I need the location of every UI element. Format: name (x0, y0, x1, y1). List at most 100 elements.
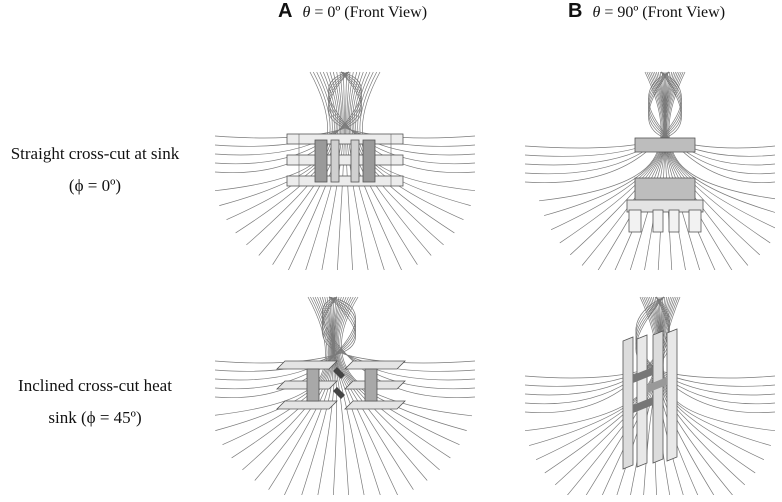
fin-block-bottom (634, 177, 696, 201)
row-label-inclined-line2: sink (ϕ = 45º) (48, 408, 142, 427)
panel-inclined-theta-90 (525, 295, 775, 495)
fin-plate-4 (666, 328, 678, 462)
heat-sink-straight-side (626, 137, 704, 233)
fin-plate-2 (636, 334, 648, 468)
streamline (254, 296, 332, 481)
streamline-diagram-inclined-theta-0 (215, 296, 475, 495)
streamline (317, 296, 335, 495)
fin-column-right-inner (350, 139, 360, 183)
column-title-a: = 0º (Front View) (310, 4, 428, 21)
theta-symbol-b: θ (592, 4, 601, 21)
row-label-inclined: Inclined cross-cut heat sink (ϕ = 45º) (0, 370, 190, 434)
streamline (585, 296, 661, 495)
streamline (664, 71, 733, 270)
streamlines (215, 71, 475, 270)
fin-row-bottom (286, 175, 404, 187)
streamline (581, 71, 666, 266)
streamlines (215, 296, 475, 495)
streamline (544, 71, 663, 216)
panel-straight-theta-0 (215, 70, 475, 270)
fin-slot (633, 367, 653, 383)
fin-row-top (286, 133, 404, 145)
streamline (339, 296, 467, 431)
fin-leg (652, 209, 664, 233)
streamline (268, 296, 333, 490)
streamline (328, 71, 475, 173)
streamline (347, 71, 385, 270)
streamline-diagram-straight-theta-90 (525, 71, 775, 270)
fin-column-left (314, 139, 328, 183)
row-label-straight: Straight cross-cut at sink (ϕ = 0º) (0, 138, 190, 202)
fin-left-top (276, 360, 338, 370)
streamline (569, 71, 665, 256)
streamline (539, 71, 662, 202)
fin-column-left (306, 368, 320, 402)
column-header-a: A θ = 0º (Front View) (278, 0, 427, 24)
heat-sink-straight-front (286, 133, 404, 187)
streamline (332, 296, 349, 495)
fin-slot (333, 387, 345, 399)
fin-leg (668, 209, 680, 233)
streamline (215, 71, 362, 173)
column-letter-b: B (568, 0, 583, 22)
streamline (664, 71, 749, 266)
streamline (668, 71, 775, 200)
streamline-diagram-straight-theta-0 (215, 71, 475, 270)
panel-inclined-theta-0 (215, 295, 475, 495)
streamline (301, 296, 334, 495)
fin-row-middle (286, 154, 404, 166)
streamline-diagram-inclined-theta-90 (525, 296, 775, 495)
streamline (667, 71, 775, 213)
fin-plate-1 (622, 336, 634, 470)
fin-column-right (362, 139, 376, 183)
column-header-b: B θ = 90º (Front View) (568, 0, 725, 24)
streamline (559, 71, 665, 244)
streamline (305, 71, 343, 270)
heat-sink-inclined-front (276, 360, 406, 410)
streamlines (525, 71, 775, 270)
streamlines (525, 296, 775, 495)
row-label-straight-line1: Straight cross-cut at sink (10, 144, 180, 163)
fin-plate-3 (652, 330, 664, 464)
heat-sink-inclined-side (622, 328, 678, 470)
fin-leg (628, 209, 642, 233)
fin-right-top (344, 360, 406, 370)
streamline (335, 296, 440, 471)
streamline (660, 296, 765, 461)
fin-right-bottom (344, 400, 406, 410)
streamline (331, 296, 338, 495)
streamline (550, 71, 664, 231)
streamline (332, 296, 365, 495)
streamline (242, 296, 331, 471)
row-label-straight-line2: (ϕ = 0º) (68, 176, 122, 195)
streamline (345, 71, 354, 270)
fin-left-bottom (276, 400, 338, 410)
streamline (215, 296, 326, 416)
streamline (666, 71, 775, 229)
streamline (346, 71, 369, 270)
streamline (284, 296, 333, 495)
theta-symbol-a: θ (302, 4, 311, 21)
streamline (660, 296, 756, 474)
streamline (665, 71, 771, 244)
streamline (341, 296, 473, 417)
fin-leg (688, 209, 702, 233)
fin-slot (647, 377, 667, 393)
streamline (321, 71, 344, 270)
streamline (336, 71, 345, 270)
panel-straight-theta-90 (525, 70, 775, 270)
streamline (597, 71, 666, 270)
streamline (664, 71, 716, 270)
fin-slot (333, 367, 345, 379)
fin-base (626, 199, 704, 213)
column-title-b: = 90º (Front View) (600, 4, 726, 21)
streamline (215, 296, 356, 398)
fin-slot (633, 397, 653, 413)
streamline (321, 296, 475, 398)
streamline (614, 71, 666, 270)
streamline (338, 296, 460, 446)
row-label-inclined-line1: Inclined cross-cut heat (18, 376, 172, 395)
fin-block-top (634, 137, 696, 153)
streamline (663, 296, 775, 432)
fin-column-left-inner (330, 139, 340, 183)
